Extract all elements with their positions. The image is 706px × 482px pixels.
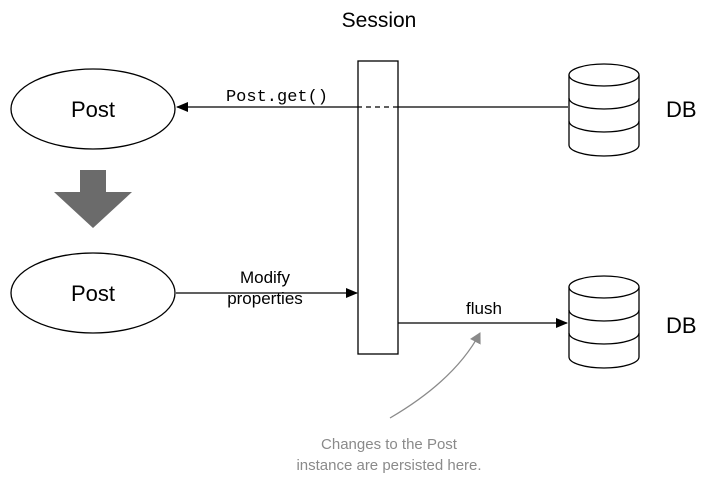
modify-label-line1: Modify — [240, 268, 291, 287]
get-call-label: Post.get() — [226, 88, 328, 107]
modify-label-line2: properties — [227, 289, 303, 308]
flush-edge: flush — [398, 299, 568, 328]
session-title: Session — [342, 9, 417, 32]
post-label-bottom: Post — [71, 281, 115, 306]
db-label-top: DB — [666, 97, 697, 122]
post-entity-top: Post — [10, 68, 176, 150]
note-pointer-arrow-icon — [389, 332, 481, 419]
database-bottom-icon — [568, 275, 640, 369]
note-line1: Changes to the Post — [321, 436, 458, 453]
database-top-icon — [568, 63, 640, 157]
db-label-bottom: DB — [666, 313, 697, 338]
modify-edge: Modify properties — [176, 268, 358, 308]
session-bar — [357, 60, 399, 355]
flush-label: flush — [466, 299, 502, 318]
get-edge: Post.get() — [176, 88, 568, 112]
note-line2: instance are persisted here. — [296, 457, 481, 474]
post-entity-bottom: Post — [10, 252, 176, 334]
post-label-top: Post — [71, 97, 115, 122]
transition-down-arrow-icon — [54, 170, 132, 228]
